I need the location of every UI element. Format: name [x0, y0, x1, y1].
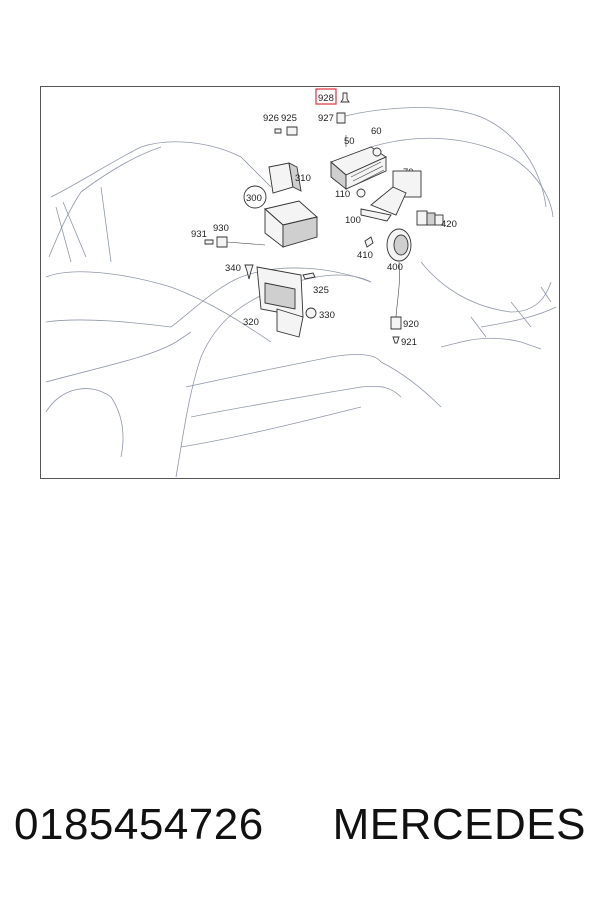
label-927[interactable]: 927 [318, 113, 334, 124]
label-325[interactable]: 325 [313, 285, 329, 296]
label-330[interactable]: 330 [319, 310, 335, 321]
label-110[interactable]: 110 [335, 189, 350, 200]
product-footer: 0185454726 MERCEDES [0, 800, 600, 860]
part-310-module [268, 162, 302, 194]
car-body-outline [45, 107, 557, 478]
part-930-connector [216, 236, 228, 248]
label-928[interactable]: 928 [318, 93, 334, 104]
part-926-pin [274, 128, 282, 134]
part-410-screw [364, 236, 374, 248]
label-310[interactable]: 310 [295, 173, 311, 184]
label-320[interactable]: 320 [243, 317, 259, 328]
part-50-amplifier [330, 146, 387, 190]
circle-300 [243, 185, 267, 209]
part-340-screw [244, 264, 254, 280]
diagram-svg: 928 927 50 60 926 925 310 300 [45, 88, 557, 478]
part-920-connector [390, 316, 402, 330]
part-60-nut [372, 147, 382, 157]
part-300-control-unit [264, 200, 318, 248]
highlight-box-928 [315, 88, 337, 105]
part-400-speaker [386, 228, 412, 262]
label-340[interactable]: 340 [225, 263, 241, 274]
label-50[interactable]: 50 [344, 136, 355, 147]
part-320-bracket [256, 266, 304, 338]
part-100-bracket [360, 186, 407, 222]
label-60[interactable]: 60 [371, 126, 382, 137]
label-931[interactable]: 931 [191, 229, 207, 240]
label-300[interactable]: 300 [246, 193, 262, 204]
part-928-clip [340, 92, 350, 103]
label-410[interactable]: 410 [357, 250, 373, 261]
part-931-pin [204, 239, 214, 245]
part-921-pin [392, 336, 400, 344]
brand-name: MERCEDES [332, 800, 586, 849]
label-100[interactable]: 100 [345, 215, 361, 226]
label-921[interactable]: 921 [401, 337, 417, 348]
label-400[interactable]: 400 [387, 262, 403, 273]
label-420[interactable]: 420 [441, 219, 457, 230]
speaker-wire [395, 261, 400, 318]
part-325-screw [302, 272, 316, 280]
part-420-connector [416, 210, 444, 226]
part-927-connector [336, 112, 346, 124]
part-110-nut [356, 188, 366, 198]
label-920[interactable]: 920 [403, 319, 419, 330]
label-926[interactable]: 926 [263, 113, 279, 124]
parts-diagram: 928 927 50 60 926 925 310 300 [40, 86, 560, 479]
part-330-nut [305, 307, 317, 319]
label-930[interactable]: 930 [213, 223, 229, 234]
label-925[interactable]: 925 [281, 113, 297, 124]
part-925-connector [286, 126, 298, 136]
part-number: 0185454726 [14, 800, 264, 849]
